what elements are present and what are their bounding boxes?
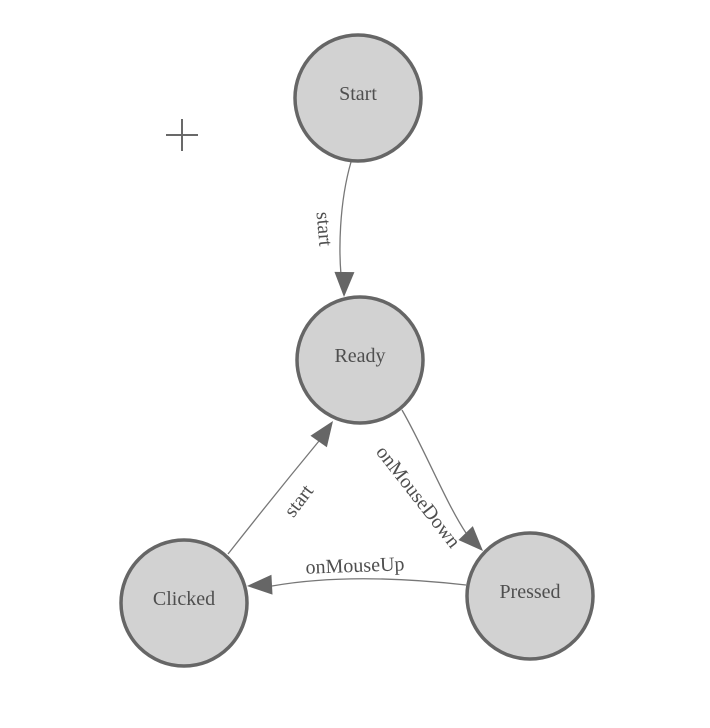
edge-ready-to-pressed[interactable]: onMouseDown (371, 409, 490, 558)
edge-start-to-ready[interactable]: start (312, 161, 355, 297)
node-ready[interactable]: Ready (295, 295, 425, 425)
state-label: Ready (334, 345, 385, 367)
state-circle[interactable] (295, 295, 425, 425)
arrowhead-icon (458, 526, 483, 551)
edge-clicked-to-ready[interactable]: start (227, 415, 341, 555)
edge-label: start (312, 211, 337, 248)
arrowhead-icon (310, 421, 333, 448)
arrowhead-icon (334, 271, 355, 297)
edge-line[interactable] (227, 440, 320, 555)
state-circle[interactable] (465, 531, 595, 661)
plus-icon (166, 119, 198, 151)
state-label: Clicked (153, 588, 215, 610)
edge-label: onMouseDown (371, 442, 464, 553)
state-label: Pressed (499, 581, 560, 603)
node-start[interactable]: Start (293, 33, 423, 163)
state-circle[interactable] (119, 538, 249, 668)
node-pressed[interactable]: Pressed (465, 531, 595, 661)
node-clicked[interactable]: Clicked (119, 538, 249, 668)
add-state-tool[interactable] (166, 119, 198, 151)
edge-label: onMouseUp (305, 553, 405, 578)
edge-line[interactable] (401, 409, 467, 534)
edge-label: start (280, 480, 319, 521)
state-circle[interactable] (293, 33, 423, 163)
edge-pressed-to-clicked[interactable]: onMouseUp (246, 553, 467, 596)
arrowhead-icon (247, 574, 273, 595)
edge-line[interactable] (271, 578, 467, 587)
state-label: Start (339, 83, 377, 105)
